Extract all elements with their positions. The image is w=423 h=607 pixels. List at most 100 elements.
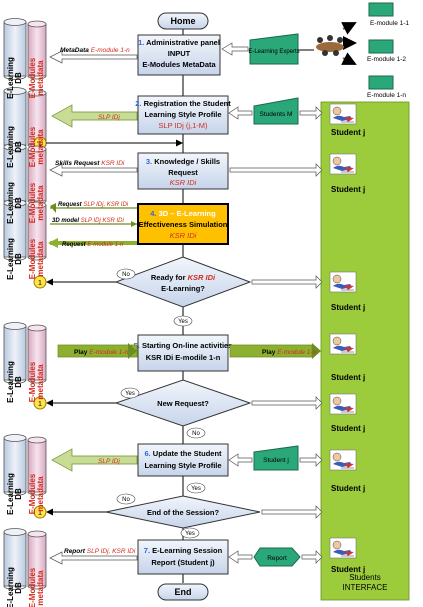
- student-icon-5: [329, 393, 357, 415]
- yes-label-2: [120, 387, 140, 399]
- svg-text:Report SLP IDj, KSR IDi: Report SLP IDj, KSR IDi: [64, 548, 136, 555]
- arrow-metadata: [49, 50, 138, 64]
- svg-text:Student j: Student j: [263, 457, 289, 464]
- yes-label-3: [186, 482, 206, 494]
- svg-text:1: 1: [38, 141, 42, 148]
- svg-text:3D model SLP IDj KSR IDi: 3D model SLP IDj KSR IDi: [52, 218, 124, 224]
- svg-text:4. 3D – E-Learning: 4. 3D – E-Learning: [150, 209, 216, 218]
- decision-end-session[interactable]: [105, 495, 261, 529]
- step-3-box[interactable]: [137, 152, 229, 190]
- interface-line1: Students: [349, 573, 381, 582]
- svg-text:Yes: Yes: [125, 391, 135, 397]
- db-6: [3, 434, 47, 496]
- step-4-box[interactable]: [137, 203, 229, 245]
- svg-text:INPUT: INPUT: [168, 49, 191, 58]
- svg-text:Report: Report: [267, 555, 287, 562]
- svg-text:1: 1: [38, 401, 42, 408]
- student-icon-6: [329, 449, 357, 471]
- arrow-skills: [49, 163, 138, 177]
- svg-text:1: 1: [38, 510, 42, 517]
- svg-text:Learning Style Profile: Learning Style Profile: [144, 461, 221, 470]
- yes-label-1: [173, 315, 193, 327]
- svg-text:KSR IDi: KSR IDi: [170, 231, 197, 240]
- step-5-box[interactable]: [137, 334, 229, 372]
- svg-text:Effectiveness Simulation: Effectiveness Simulation: [139, 220, 228, 229]
- db-3: [3, 143, 47, 205]
- student-icon-7: [329, 537, 357, 559]
- svg-text:E-Learning?: E-Learning?: [161, 284, 205, 293]
- svg-text:No: No: [122, 272, 130, 278]
- svg-text:KSR IDi: KSR IDi: [170, 178, 197, 187]
- svg-text:Request: Request: [168, 168, 198, 177]
- step-7-box[interactable]: [137, 539, 229, 575]
- report-shape: [253, 547, 301, 567]
- experts-label: E-Learning Experts: [248, 49, 299, 55]
- svg-text:Students M: Students M: [260, 111, 293, 118]
- db-4: [3, 199, 47, 261]
- svg-text:Request SLP IDj, KSR IDi: Request SLP IDj, KSR IDi: [58, 202, 129, 208]
- db-5: [3, 322, 47, 384]
- svg-text:Yes: Yes: [185, 531, 195, 537]
- home-terminal[interactable]: [157, 12, 209, 30]
- experts-shape: [249, 33, 299, 65]
- svg-text:1. Administrative panel: 1. Administrative panel: [138, 38, 220, 47]
- svg-text:No: No: [192, 431, 200, 437]
- connector-1d[interactable]: [33, 505, 47, 519]
- svg-text:End of the Session?: End of the Session?: [147, 508, 220, 517]
- svg-text:SLP IDj: SLP IDj: [98, 114, 120, 121]
- svg-text:Learning Style Profile: Learning Style Profile: [144, 110, 221, 119]
- no-label-1: [116, 268, 136, 280]
- student-icon-3: [329, 271, 357, 293]
- svg-text:3. Knowledge / Skills: 3. Knowledge / Skills: [146, 157, 220, 166]
- svg-text:E-Modules MetaData: E-Modules MetaData: [142, 60, 216, 69]
- module-1-1-label: E-module 1-1: [370, 20, 409, 27]
- module-1-n-label: E-module 1-n: [367, 92, 406, 99]
- student-icon-2: [329, 153, 357, 175]
- svg-text:1: 1: [38, 280, 42, 287]
- svg-text:Skills Request KSR IDi: Skills Request KSR IDi: [55, 160, 125, 167]
- step-2-box[interactable]: [137, 95, 229, 135]
- end-label: End: [175, 587, 192, 597]
- svg-text:Ready for KSR IDi: Ready for KSR IDi: [151, 273, 216, 282]
- arrow-play-left: [57, 344, 138, 358]
- home-label: Home: [170, 16, 195, 26]
- decision-ready[interactable]: [114, 256, 252, 308]
- svg-text:2. Registration the Student: 2. Registration the Student: [135, 99, 231, 108]
- step-6-box[interactable]: [137, 443, 229, 477]
- connector-1b[interactable]: [33, 275, 47, 289]
- svg-text:SLP IDj (j,1-M): SLP IDj (j,1-M): [158, 121, 208, 130]
- module-1-2-label: E-module 1-2: [367, 56, 406, 63]
- svg-text:6. Update the Student: 6. Update the Student: [144, 449, 222, 458]
- end-terminal[interactable]: [157, 583, 209, 601]
- students-m-shape: [253, 97, 299, 125]
- connector-1c[interactable]: [33, 396, 47, 410]
- student-update-shape: [253, 445, 299, 471]
- arrow-slp-6: [51, 448, 138, 472]
- svg-text:Play E-module 1-n: Play E-module 1-n: [262, 349, 317, 356]
- no-label-3: [116, 493, 136, 505]
- step-1-box[interactable]: [137, 34, 221, 76]
- svg-text:MetaData E-module 1-n: MetaData E-module 1-n: [60, 47, 130, 54]
- svg-text:5. Starting On-line activities: 5. Starting On-line activities: [134, 341, 233, 350]
- svg-text:7. E-Learning Session: 7. E-Learning Session: [144, 546, 223, 555]
- experts-group-icon: [316, 35, 344, 56]
- svg-text:SLP IDj: SLP IDj: [98, 458, 120, 465]
- svg-text:Request E-module 1-n: Request E-module 1-n: [62, 242, 124, 248]
- svg-text:Yes: Yes: [191, 486, 201, 492]
- svg-text:No: No: [122, 497, 130, 503]
- db-1: [3, 18, 47, 80]
- no-label-2: [186, 427, 206, 439]
- yes-label-4: [180, 527, 200, 539]
- arrow-slp-2: [51, 104, 138, 128]
- arrow-report: [49, 551, 138, 565]
- svg-text:Report (Student j): Report (Student j): [151, 558, 215, 567]
- e-module-icons: [341, 2, 394, 90]
- svg-text:New Request?: New Request?: [157, 399, 209, 408]
- student-icon-4: [329, 333, 357, 355]
- student-icon-1: [329, 103, 357, 125]
- interface-line2: INTERFACE: [343, 583, 388, 592]
- svg-text:Play E-module 1-n: Play E-module 1-n: [74, 349, 129, 356]
- db-7: [3, 528, 47, 590]
- svg-text:Yes: Yes: [178, 319, 188, 325]
